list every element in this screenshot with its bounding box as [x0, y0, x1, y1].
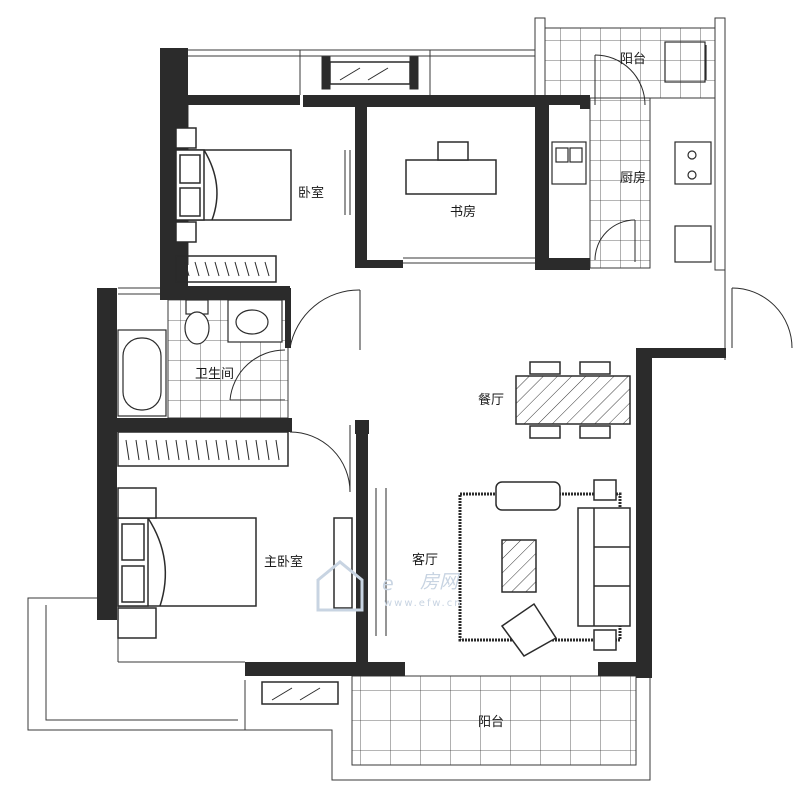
bed-small	[175, 127, 292, 243]
label-study: 书房	[450, 204, 476, 220]
dining-table	[515, 361, 631, 439]
kitchen-fixtures	[551, 41, 712, 263]
bathroom-fixtures	[117, 299, 283, 417]
label-dining: 餐厅	[478, 392, 504, 408]
watermark: e 房网 www.efw.cn	[316, 560, 463, 612]
window-bottom	[261, 681, 339, 705]
label-kitchen: 厨房	[620, 170, 646, 186]
label-master-bedroom: 主卧室	[264, 554, 303, 570]
label-bedroom: 卧室	[298, 185, 324, 201]
walls	[97, 48, 726, 678]
doors	[229, 54, 793, 636]
tv-cabinet	[333, 517, 353, 609]
wardrobe-master	[117, 431, 289, 467]
label-balcony-bottom: 阳台	[478, 715, 504, 730]
study-desk	[405, 141, 497, 195]
bed-master	[117, 487, 257, 639]
watermark-brand: 房网	[420, 571, 461, 593]
wardrobe-bedroom	[175, 255, 277, 283]
label-balcony-top: 阳台	[620, 52, 646, 67]
balcony-top-tiles	[544, 27, 716, 99]
label-living: 客厅	[412, 552, 438, 568]
watermark-letter: e	[382, 573, 394, 595]
balcony-bottom-tiles	[351, 675, 637, 766]
window-top	[321, 56, 419, 90]
watermark-url: www.efw.cn	[384, 598, 463, 609]
living-furniture	[458, 479, 631, 657]
label-bathroom: 卫生间	[195, 367, 234, 382]
